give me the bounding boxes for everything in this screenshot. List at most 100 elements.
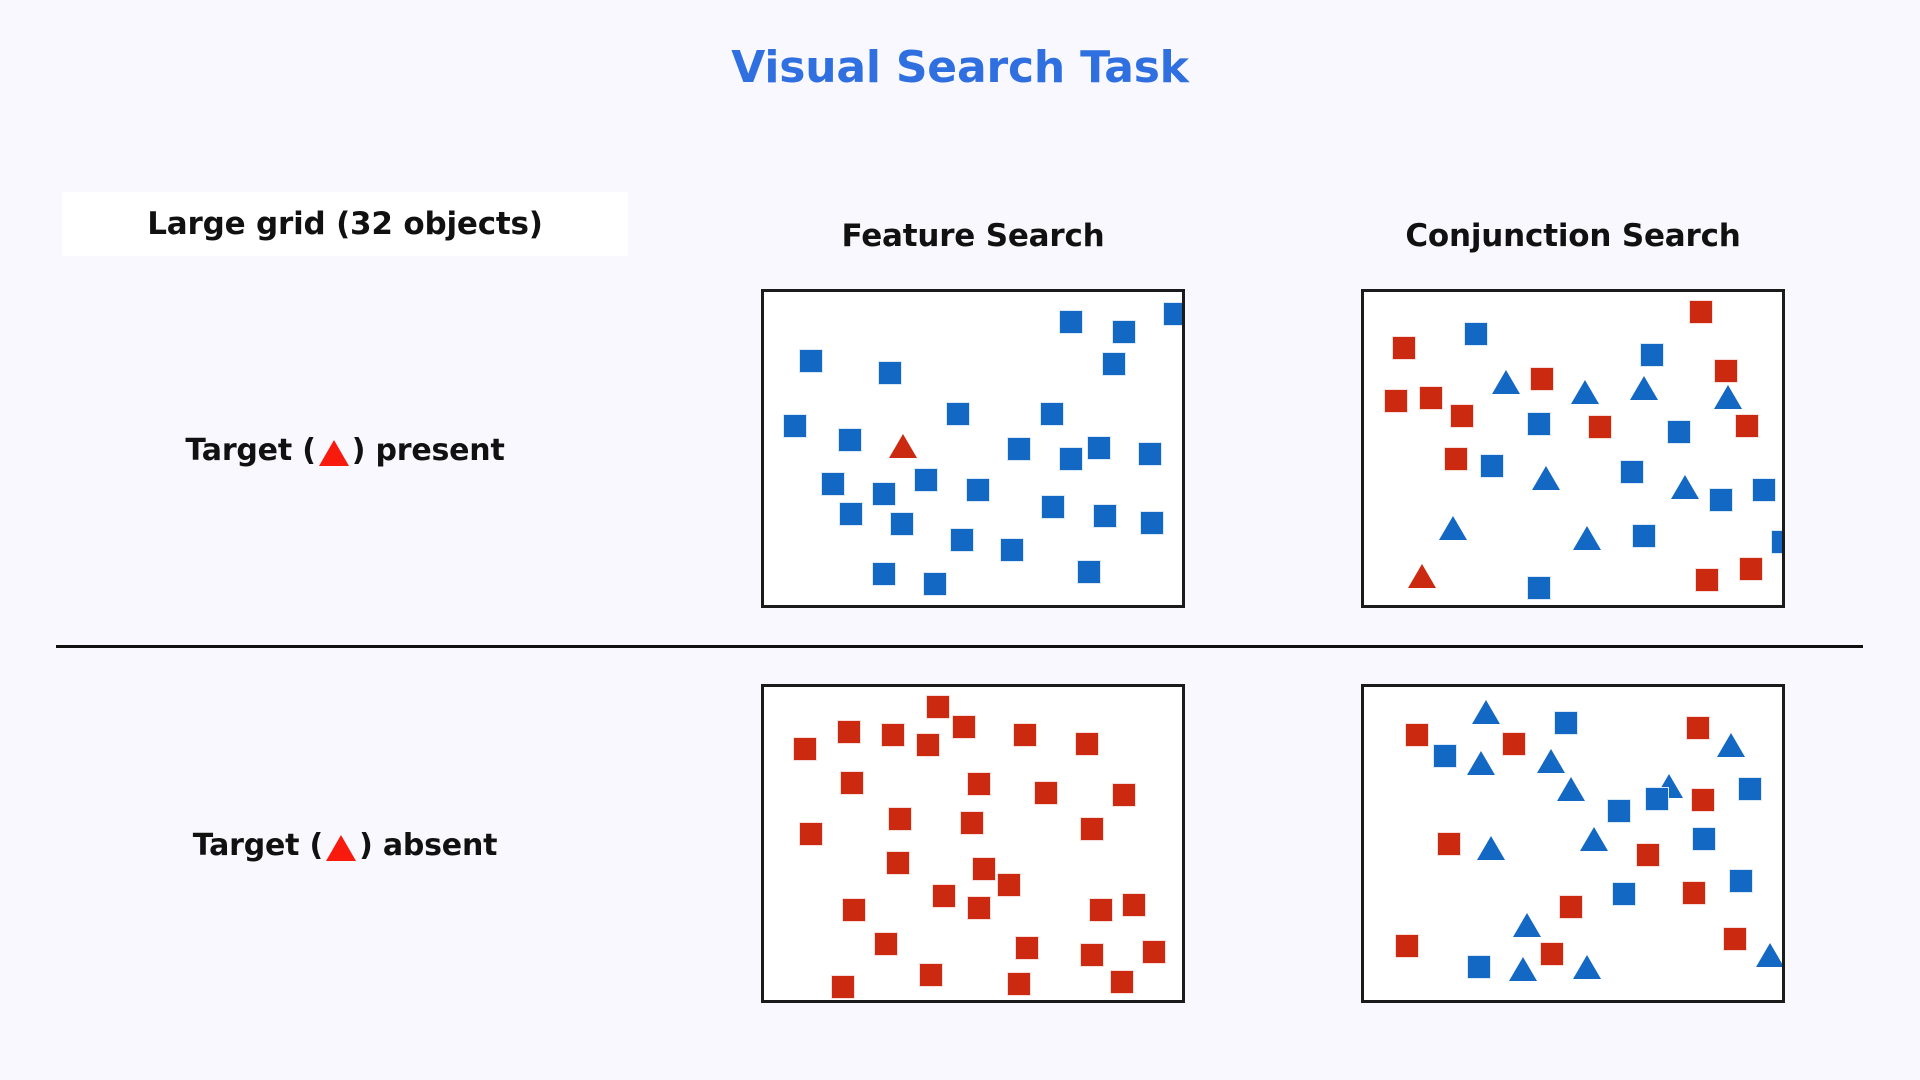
distractor-blue-square [1138, 442, 1162, 466]
distractor-blue-triangle [1630, 376, 1658, 400]
distractor-blue-triangle [1439, 516, 1467, 540]
distractor-blue-square [1667, 420, 1691, 444]
panel-conjunction-present[interactable] [1361, 289, 1785, 608]
distractor-blue-square [1433, 744, 1457, 768]
distractor-blue-triangle [1537, 749, 1565, 773]
distractor-blue-square [1041, 495, 1065, 519]
distractor-red-square [932, 884, 956, 908]
distractor-blue-square [1527, 576, 1551, 600]
distractor-blue-square [1467, 955, 1491, 979]
distractor-blue-triangle [1756, 943, 1782, 967]
row-label-prefix: Target ( [192, 827, 324, 863]
distractor-red-square [1110, 970, 1134, 994]
distractor-red-square [793, 737, 817, 761]
distractor-red-square [1689, 300, 1713, 324]
distractor-blue-square [1632, 524, 1656, 548]
distractor-blue-square [890, 512, 914, 536]
panel-feature-absent[interactable] [761, 684, 1185, 1003]
target-red-triangle [1408, 564, 1436, 588]
distractor-red-square [1419, 386, 1443, 410]
distractor-blue-triangle [1472, 700, 1500, 724]
distractor-red-square [1735, 414, 1759, 438]
distractor-blue-square [1607, 799, 1631, 823]
distractor-red-square [831, 975, 855, 999]
distractor-red-square [926, 695, 950, 719]
distractor-blue-square [1752, 478, 1776, 502]
distractor-blue-square [1140, 511, 1164, 535]
group-label-chip: Large grid (32 objects) [62, 192, 628, 256]
distractor-red-square [1112, 783, 1136, 807]
distractor-blue-square [1102, 352, 1126, 376]
distractor-blue-triangle [1492, 370, 1520, 394]
distractor-blue-square [914, 468, 938, 492]
distractor-blue-triangle [1580, 827, 1608, 851]
distractor-blue-square [1527, 412, 1551, 436]
distractor-blue-square [1612, 882, 1636, 906]
distractor-red-square [1636, 843, 1660, 867]
distractor-red-square [1530, 367, 1554, 391]
panel-conjunction-absent[interactable] [1361, 684, 1785, 1003]
distractor-blue-square [1771, 530, 1782, 554]
page-title: Visual Search Task [731, 42, 1189, 93]
distractor-red-square [1695, 568, 1719, 592]
distractor-red-square [972, 857, 996, 881]
distractor-red-square [799, 822, 823, 846]
distractor-red-square [1450, 404, 1474, 428]
distractor-blue-triangle [1532, 466, 1560, 490]
distractor-red-square [842, 898, 866, 922]
distractor-red-square [1437, 832, 1461, 856]
distractor-red-square [874, 932, 898, 956]
distractor-red-square [1142, 940, 1166, 964]
distractor-red-square [1559, 895, 1583, 919]
distractor-blue-square [1729, 869, 1753, 893]
distractor-blue-triangle [1557, 777, 1585, 801]
distractor-blue-square [1640, 343, 1664, 367]
distractor-red-square [1395, 934, 1419, 958]
distractor-red-square [960, 811, 984, 835]
row-label-suffix: ) present [351, 432, 505, 468]
distractor-blue-triangle [1509, 957, 1537, 981]
distractor-red-square [916, 733, 940, 757]
panel-feature-present[interactable] [761, 289, 1185, 608]
distractor-blue-square [1007, 437, 1031, 461]
distractor-red-square [1714, 359, 1738, 383]
distractor-blue-triangle [1573, 526, 1601, 550]
distractor-blue-square [1000, 538, 1024, 562]
column-header-conjunction-search: Conjunction Search [1405, 218, 1741, 254]
distractor-red-square [1405, 723, 1429, 747]
distractor-red-square [1392, 336, 1416, 360]
row-label-prefix: Target ( [185, 432, 316, 468]
distractor-blue-square [1040, 402, 1064, 426]
distractor-red-square [886, 851, 910, 875]
distractor-blue-square [839, 502, 863, 526]
distractor-blue-square [1620, 460, 1644, 484]
distractor-blue-square [1738, 777, 1762, 801]
distractor-blue-triangle [1477, 836, 1505, 860]
red-triangle-icon [326, 835, 357, 861]
group-label-text: Large grid (32 objects) [147, 206, 543, 242]
distractor-blue-square [1087, 436, 1111, 460]
distractor-red-square [1089, 898, 1113, 922]
distractor-red-square [837, 720, 861, 744]
distractor-red-square [1682, 881, 1706, 905]
column-header-feature-search: Feature Search [841, 218, 1105, 254]
row-label-target-present: Target ( ) present [62, 425, 628, 475]
distractor-blue-square [878, 361, 902, 385]
distractor-blue-square [821, 472, 845, 496]
distractor-red-square [1122, 893, 1146, 917]
distractor-red-square [1502, 732, 1526, 756]
distractor-red-square [919, 963, 943, 987]
distractor-blue-square [1554, 711, 1578, 735]
distractor-blue-square [946, 402, 970, 426]
distractor-red-square [1015, 936, 1039, 960]
distractor-blue-square [872, 482, 896, 506]
distractor-blue-square [1480, 454, 1504, 478]
distractor-blue-square [1645, 787, 1669, 811]
target-red-triangle [889, 434, 917, 458]
distractor-blue-square [1077, 560, 1101, 584]
distractor-red-square [1007, 972, 1031, 996]
row-label-suffix: ) absent [359, 827, 498, 863]
distractor-blue-square [966, 478, 990, 502]
distractor-blue-square [783, 414, 807, 438]
